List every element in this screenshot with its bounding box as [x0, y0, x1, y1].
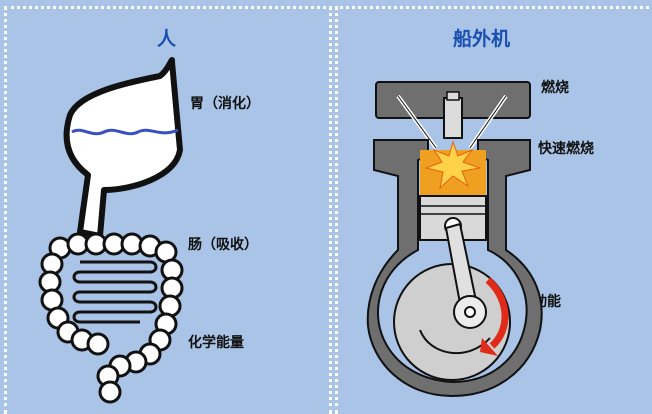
rotation-arrow	[485, 277, 509, 349]
stomach-label: 胃（消化）	[190, 96, 260, 112]
spark-plug	[443, 97, 463, 139]
engine-block	[366, 139, 543, 398]
rapid-combustion-label: 快速燃烧	[538, 141, 594, 157]
intestine-label: 肠（吸收）	[188, 237, 258, 253]
engine-title: 船外机	[453, 28, 511, 50]
stomach-shape	[63, 57, 183, 239]
combustion-label: 燃烧	[541, 80, 569, 96]
large-intestine	[38, 232, 184, 404]
flame-burst	[424, 140, 481, 190]
small-intestine	[72, 260, 158, 324]
human-title: 人	[157, 28, 177, 50]
stomach-fluid	[71, 128, 179, 136]
engine-illustration	[366, 81, 543, 398]
energy-label: 化学能量	[188, 335, 244, 351]
